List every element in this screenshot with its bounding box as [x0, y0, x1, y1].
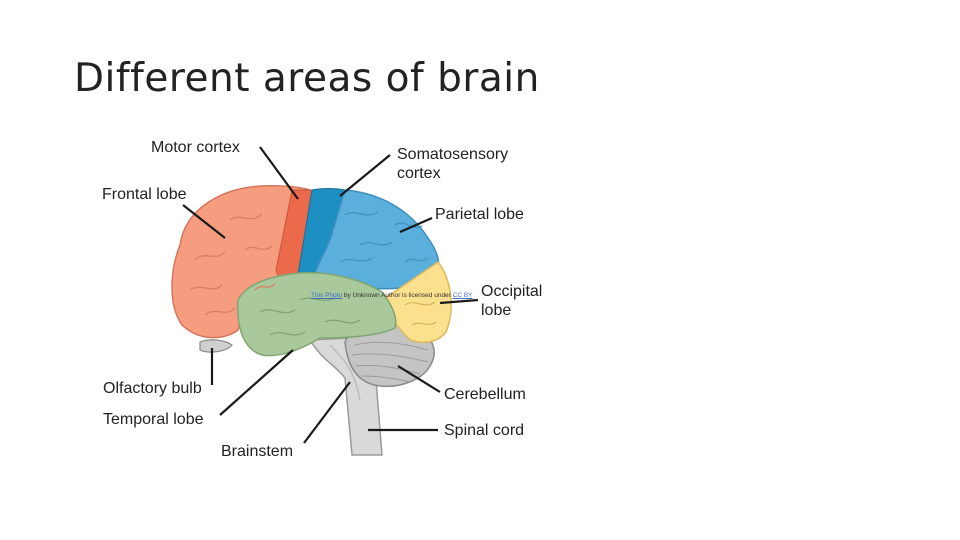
label-somatosensory-line2: cortex: [397, 165, 441, 182]
label-cerebellum: Cerebellum: [444, 386, 526, 403]
label-spinal-cord: Spinal cord: [444, 422, 525, 439]
slide-title: Different areas of brain: [74, 56, 540, 101]
credit-license-link[interactable]: CC BY: [452, 292, 473, 299]
label-occipital-line1: Occipital: [481, 283, 543, 300]
label-temporal-lobe: Temporal lobe: [103, 411, 204, 428]
label-olfactory-bulb: Olfactory bulb: [103, 380, 202, 397]
temporal-lobe-shape: [236, 272, 397, 357]
label-motor-cortex: Motor cortex: [151, 139, 240, 156]
label-frontal-lobe: Frontal lobe: [102, 186, 187, 203]
label-brainstem: Brainstem: [221, 443, 294, 460]
label-somatosensory-line1: Somatosensory: [397, 146, 509, 163]
olfactory-bulb-shape: [199, 339, 233, 353]
label-parietal-lobe: Parietal lobe: [435, 206, 524, 223]
brain-diagram: [171, 146, 479, 456]
label-occipital-line2: lobe: [481, 302, 512, 319]
credit-text: by Unknown Author is licensed under: [342, 292, 453, 299]
pointer-lines: [182, 146, 479, 444]
photo-credit: This Photo by Unknown Author is licensed…: [311, 292, 473, 299]
credit-photo-link[interactable]: This Photo: [311, 292, 343, 299]
